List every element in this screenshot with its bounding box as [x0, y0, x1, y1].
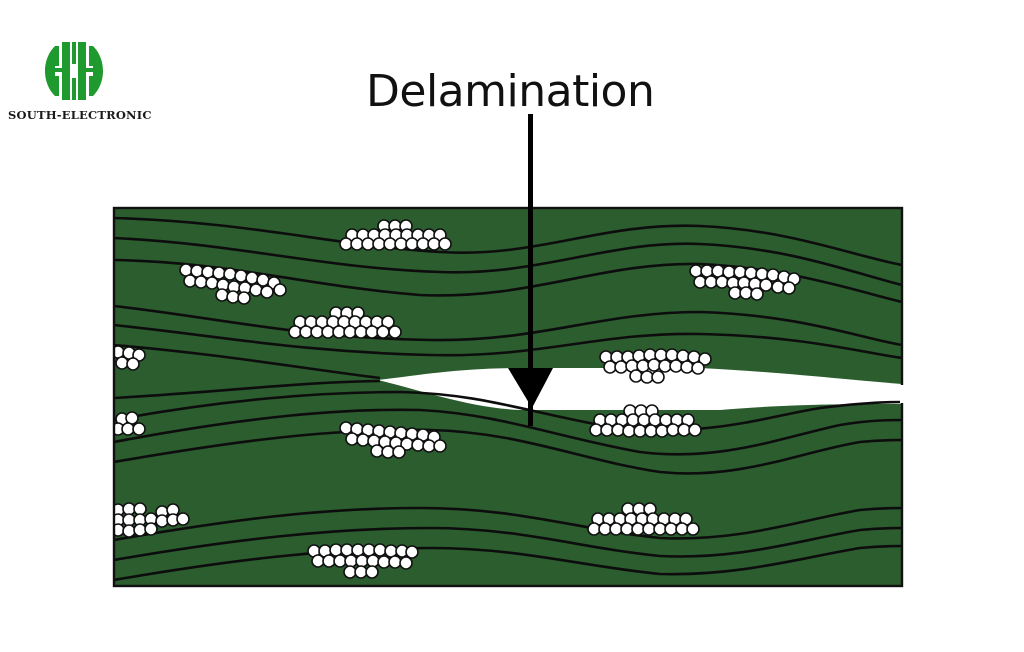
- south-electronic-logo-icon: [45, 42, 103, 100]
- logo: SOUTH-ELECTRONIC: [0, 38, 160, 128]
- diagram-title: Delamination: [366, 66, 655, 117]
- brand-name: SOUTH-ELECTRONIC: [8, 108, 152, 122]
- delamination-void: [378, 368, 902, 410]
- laminate-cross-section: [114, 208, 902, 586]
- delamination-arrow-icon: [508, 114, 553, 426]
